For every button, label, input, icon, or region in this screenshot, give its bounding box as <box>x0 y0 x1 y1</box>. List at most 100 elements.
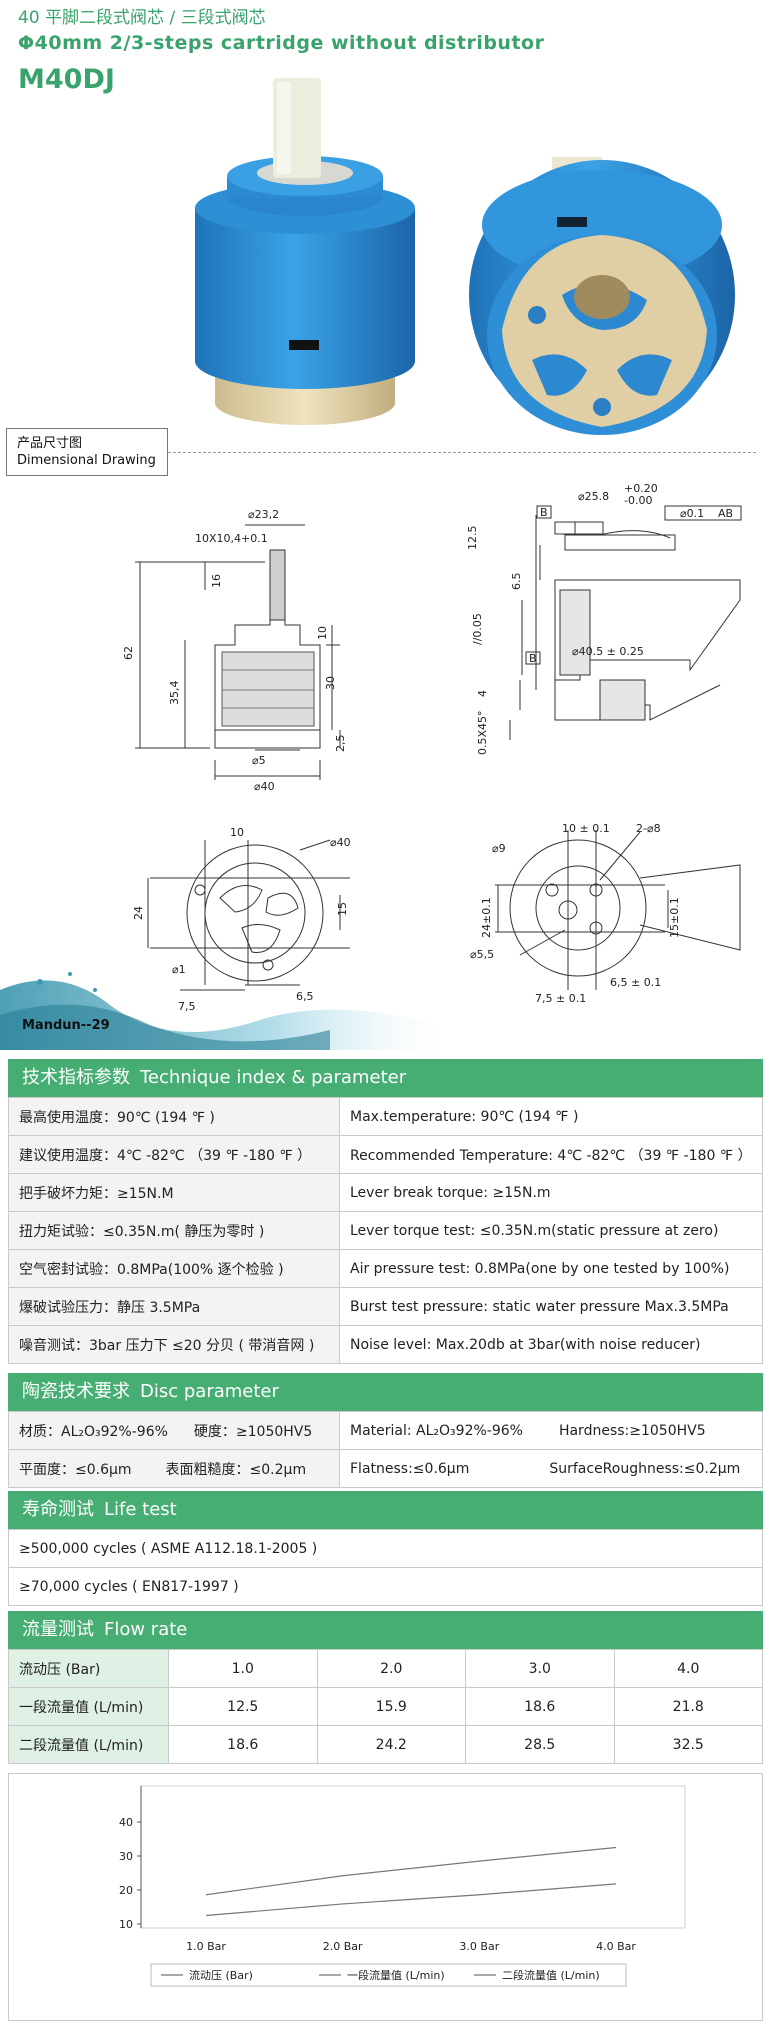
dim-d5: ⌀5 <box>252 754 266 767</box>
brand-label: Mandun--29 <box>22 1018 110 1033</box>
tech-cn: 噪音测试：3bar 压力下 ≤20 分贝 ( 带消音网 ) <box>8 1325 340 1364</box>
tech-en: Air pressure test: 0.8MPa(one by one tes… <box>339 1249 763 1288</box>
flow-cell: 24.2 <box>316 1725 466 1764</box>
table-row: 最高使用温度：90℃ (194 ℉ )Max.temperature: 90℃ … <box>8 1097 763 1136</box>
flow-header: 2.0 <box>316 1649 466 1688</box>
flow-cell: 18.6 <box>465 1687 615 1726</box>
disc-en: Flatness:≤0.6μm SurfaceRoughness:≤0.2μm <box>339 1449 763 1488</box>
dim-b65: 6,5 <box>296 990 314 1003</box>
tech-table: 最高使用温度：90℃ (194 ℉ )Max.temperature: 90℃ … <box>8 1097 763 1364</box>
disc-roughness-cn: 表面粗糙度：≤0.2μm <box>165 1461 307 1478</box>
table-row: 空气密封试验：0.8MPa(100% 逐个检验 )Air pressure te… <box>8 1249 763 1288</box>
x-tick-label: 4.0 Bar <box>596 1940 636 1953</box>
dim-d232: ⌀23,2 <box>248 508 279 521</box>
dim-16: 16 <box>210 574 223 588</box>
y-tick-label: 10 <box>119 1918 133 1931</box>
chart-plot-area <box>140 1785 686 1929</box>
flow-cell: 二段流量值 (L/min) <box>8 1725 169 1764</box>
section-flow-en: Flow rate <box>104 1619 188 1640</box>
dim-r75: 7,5 ± 0.1 <box>535 992 586 1005</box>
title-cn: 40 平脚二段式阀芯 / 三段式阀芯 <box>18 8 266 28</box>
section-life-en: Life test <box>104 1499 177 1520</box>
dim-b10: 10 <box>230 826 244 839</box>
dim-d258: ⌀25.8 <box>578 490 609 503</box>
dim-r9: ⌀9 <box>492 842 506 855</box>
dim-125: 12.5 <box>466 526 479 551</box>
cartridge-photo-bottom <box>469 157 735 435</box>
section-disc-en: Disc parameter <box>140 1381 279 1402</box>
section-tech-cn: 技术指标参数 <box>22 1067 130 1088</box>
table-row: ≥500,000 cycles ( ASME A112.18.1-2005 ) <box>8 1529 763 1568</box>
disc-hardness-en: Hardness:≥1050HV5 <box>558 1422 706 1439</box>
disc-cn: 材质：AL₂O₃92%-96%硬度：≥1050HV5 <box>8 1411 340 1450</box>
table-row: ≥70,000 cycles ( EN817-1997 ) <box>8 1567 763 1606</box>
dim-tol-plus: +0.20 <box>624 482 658 495</box>
flow-cell: 一段流量值 (L/min) <box>8 1687 169 1726</box>
flow-table: 流动压 (Bar) 1.0 2.0 3.0 4.0 一段流量值 (L/min) … <box>8 1649 763 1764</box>
dimension-label: 产品尺寸图 Dimensional Drawing <box>6 428 168 476</box>
dim-b15: 15 <box>336 902 349 916</box>
dim-bd40: ⌀40 <box>330 836 351 849</box>
dimension-label-en: Dimensional Drawing <box>17 453 156 468</box>
dim-b75: 7,5 <box>178 1000 196 1013</box>
x-tick-label: 1.0 Bar <box>186 1940 226 1953</box>
dim-flat: 10X10,4+0.1 <box>195 532 268 545</box>
table-row: 一段流量值 (L/min) 12.5 15.9 18.6 21.8 <box>8 1687 763 1726</box>
dim-25: 2,5 <box>334 735 347 753</box>
series-line-2 <box>205 1846 617 1896</box>
dim-B2: B <box>529 652 537 665</box>
drawing-seat-view <box>495 830 741 990</box>
x-tick-label: 2.0 Bar <box>323 1940 363 1953</box>
x-tick-label: 3.0 Bar <box>459 1940 499 1953</box>
table-row: 建议使用温度：4℃ -82℃ （39 ℉ -180 ℉ ）Recommended… <box>8 1135 763 1174</box>
disc-table: 材质：AL₂O₃92%-96%硬度：≥1050HV5 Material: AL₂… <box>8 1411 763 1488</box>
dim-B: B <box>540 506 548 519</box>
life-item: ≥500,000 cycles ( ASME A112.18.1-2005 ) <box>8 1529 763 1568</box>
dim-r10: 10 ± 0.1 <box>562 822 610 835</box>
section-life-cn: 寿命测试 <box>22 1499 94 1520</box>
dim-r65: 6,5 ± 0.1 <box>610 976 661 989</box>
dim-65: 6.5 <box>510 573 523 591</box>
dim-chamfer: 0.5X45° <box>476 710 489 755</box>
flow-cell: 21.8 <box>613 1687 763 1726</box>
tech-en: Lever torque test: ≤0.35N.m(static press… <box>339 1211 763 1250</box>
table-row: 流动压 (Bar) 1.0 2.0 3.0 4.0 <box>8 1649 763 1688</box>
disc-en: Material: AL₂O₃92%-96%Hardness:≥1050HV5 <box>339 1411 763 1450</box>
flow-cell: 18.6 <box>168 1725 318 1764</box>
tech-cn: 爆破试验压力：静压 3.5MPa <box>8 1287 340 1326</box>
tech-cn: 建议使用温度：4℃ -82℃ （39 ℉ -180 ℉ ） <box>8 1135 340 1174</box>
model-number: M40DJ <box>18 64 115 95</box>
dim-r55: ⌀5,5 <box>470 948 494 961</box>
flow-header: 流动压 (Bar) <box>8 1649 169 1688</box>
tech-en: Noise level: Max.20db at 3bar(with noise… <box>339 1325 763 1364</box>
y-tick-label: 30 <box>119 1850 133 1863</box>
table-row: 二段流量值 (L/min) 18.6 24.2 28.5 32.5 <box>8 1725 763 1764</box>
flow-header: 1.0 <box>168 1649 318 1688</box>
y-tick-label: 20 <box>119 1884 133 1897</box>
dim-62: 62 <box>122 646 135 660</box>
section-flow: 流量测试 Flow rate <box>8 1611 763 1649</box>
flow-cell: 12.5 <box>168 1687 318 1726</box>
series-line-1 <box>205 1883 617 1917</box>
dim-d405: ⌀40.5 ± 0.25 <box>572 645 644 658</box>
flow-cell: 28.5 <box>465 1725 615 1764</box>
section-flow-cn: 流量测试 <box>22 1619 94 1640</box>
cartridge-photo-side <box>195 78 415 425</box>
legend-label: 流动压 (Bar) <box>189 1968 253 1982</box>
disc-roughness-en: SurfaceRoughness:≤0.2μm <box>549 1460 741 1477</box>
tech-cn: 最高使用温度：90℃ (194 ℉ ) <box>8 1097 340 1136</box>
section-life: 寿命测试 Life test <box>8 1491 763 1529</box>
disc-flatness-en: Flatness:≤0.6μm <box>350 1460 470 1477</box>
dim-b1: ⌀1 <box>172 963 186 976</box>
dim-flat01: ⌀0.1 <box>680 507 704 520</box>
drawing-side-section <box>135 524 341 780</box>
tech-en: Recommended Temperature: 4℃ -82℃ （39 ℉ -… <box>339 1135 763 1174</box>
technical-drawings: ⌀23,2 10X10,4+0.1 16 62 35,4 10 30 2,5 ⌀… <box>122 482 742 1013</box>
legend-label: 一段流量值 (L/min) <box>347 1968 445 1982</box>
dim-r24: 24±0.1 <box>480 897 493 938</box>
